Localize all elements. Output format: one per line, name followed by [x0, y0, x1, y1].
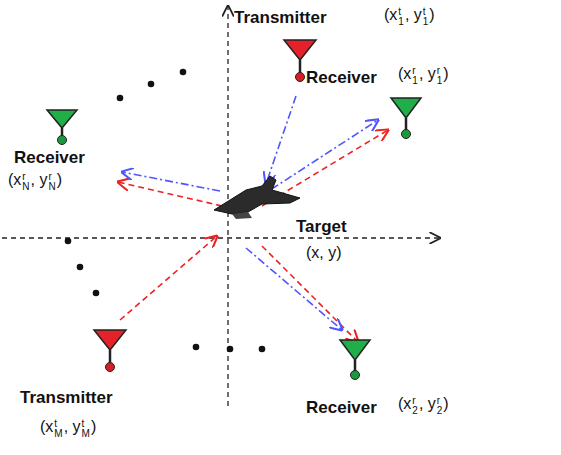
coordinate-label: (x1r, y1r)	[398, 65, 449, 84]
antenna-name: Receiver	[14, 149, 85, 168]
coordinate-label: (x, y)	[306, 244, 342, 262]
coordinate-label: (xMt, yMt)	[40, 418, 96, 437]
receiver-antenna	[47, 110, 77, 145]
coordinate-label: (xNr, yNr)	[8, 171, 62, 190]
receiver-antenna	[340, 340, 370, 380]
antenna-name: Transmitter	[234, 9, 327, 28]
target-aircraft	[214, 176, 300, 219]
transmitter-antenna	[94, 330, 126, 372]
coordinate-label: (x1t, y1t)	[384, 6, 435, 25]
coordinate-label: (x2r, y2r)	[398, 395, 449, 414]
signal-paths	[118, 96, 388, 342]
receiver-antenna	[391, 98, 421, 139]
antenna-name: Receiver	[306, 69, 377, 88]
antenna-name: Transmitter	[20, 389, 113, 408]
antenna-name: Receiver	[306, 399, 377, 418]
target-name: Target	[296, 218, 347, 237]
